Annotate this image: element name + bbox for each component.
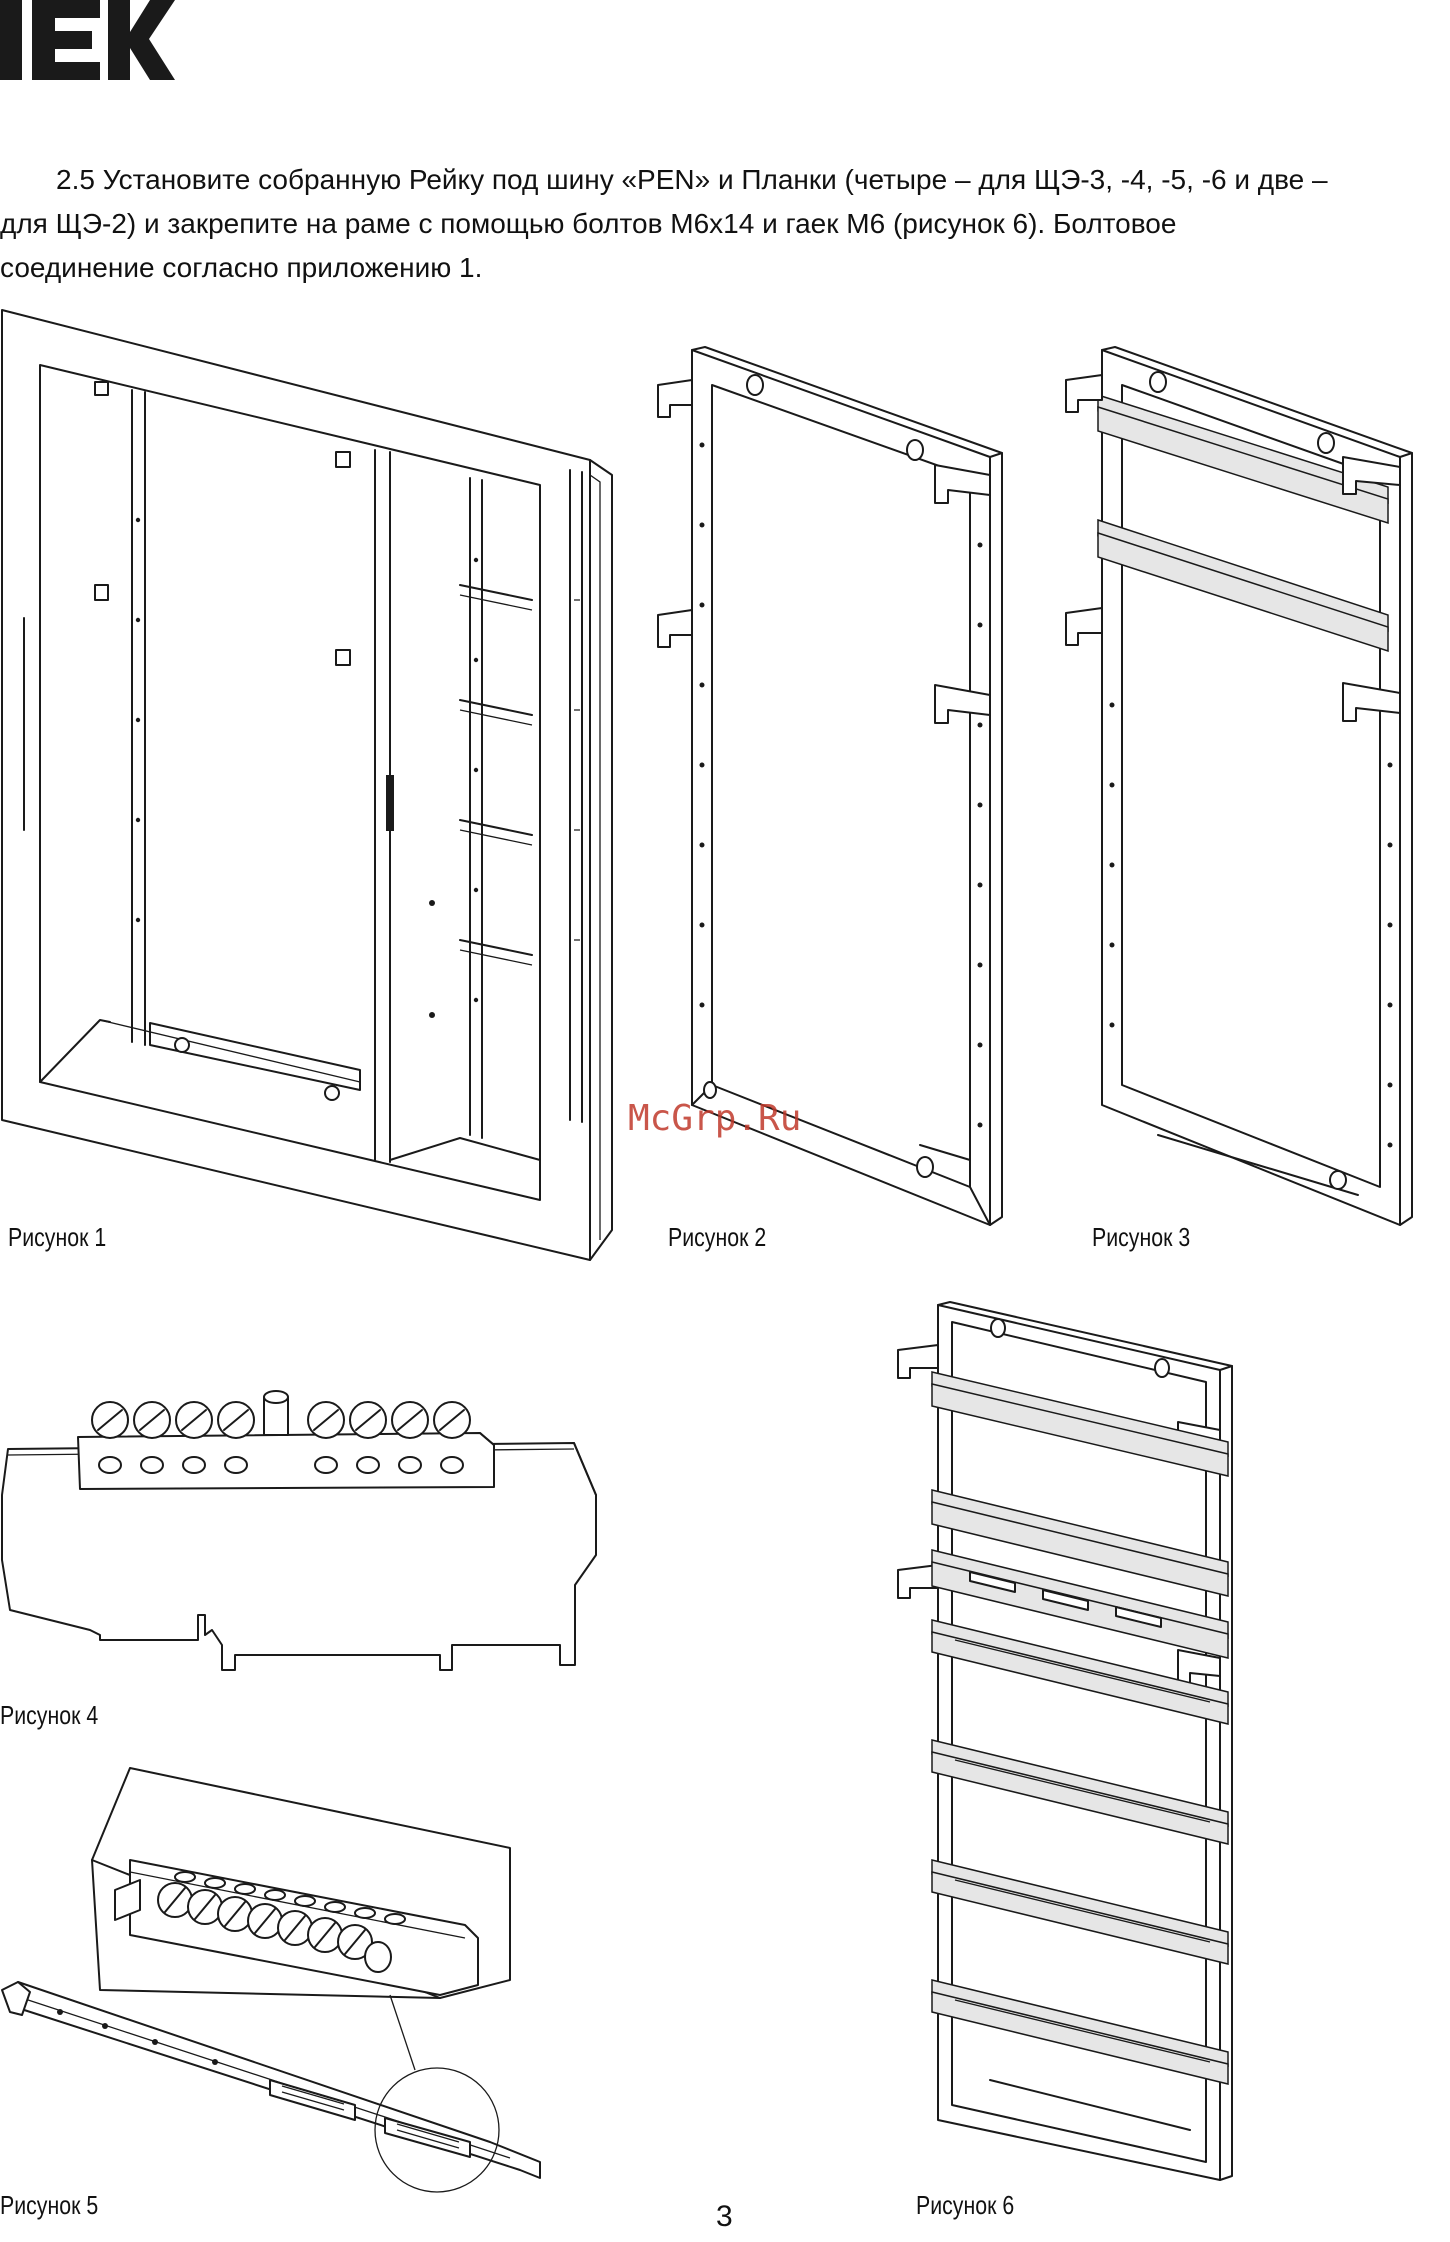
paragraph-line-1: 2.5 Установите собранную Рейку под шину … bbox=[56, 164, 1328, 195]
watermark: McGrp.Ru bbox=[628, 1098, 801, 1139]
figure-3-frame-with-rails bbox=[1058, 345, 1418, 1225]
caption-figure-6: Рисунок 6 bbox=[916, 2190, 1014, 2221]
paragraph-line-2: для ЩЭ-2) и закрепите на раме с помощью … bbox=[0, 208, 1176, 239]
iek-logo bbox=[0, 0, 175, 80]
caption-figure-5: Рисунок 5 bbox=[0, 2190, 98, 2221]
figure-1-cabinet bbox=[0, 300, 630, 1260]
paragraph-line-3: соединение согласно приложению 1. bbox=[0, 252, 482, 283]
caption-figure-2: Рисунок 2 bbox=[668, 1222, 766, 1253]
caption-figure-3: Рисунок 3 bbox=[1092, 1222, 1190, 1253]
figure-2-frame bbox=[650, 345, 1020, 1225]
instruction-paragraph: 2.5 Установите собранную Рейку под шину … bbox=[0, 158, 1450, 290]
page-number: 3 bbox=[716, 2200, 733, 2234]
figure-4-pen-busbar bbox=[0, 1385, 600, 1685]
caption-figure-1: Рисунок 1 bbox=[8, 1222, 106, 1253]
figure-5-busbar-detail bbox=[0, 1760, 560, 2230]
figure-6-assembled-frame bbox=[880, 1300, 1240, 2180]
caption-figure-4: Рисунок 4 bbox=[0, 1700, 98, 1731]
